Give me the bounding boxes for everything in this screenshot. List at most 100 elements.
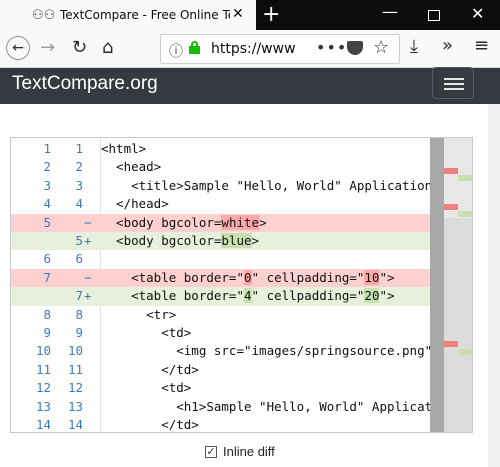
old-line-number: 11 bbox=[35, 361, 51, 377]
new-line-number: 13 bbox=[67, 398, 83, 414]
diff-row: 14 14 </td> bbox=[11, 416, 441, 432]
diff-row-inserted: 7+ <table border="4" cellpadding="20"> bbox=[11, 287, 441, 306]
code-line: <h1>Sample "Hello, World" Applicatic bbox=[101, 398, 448, 414]
back-icon[interactable]: ← bbox=[6, 36, 30, 60]
forward-icon[interactable]: → bbox=[40, 37, 56, 58]
site-menu-toggle[interactable] bbox=[432, 67, 474, 99]
browser-tab[interactable]: ⚇⚇ TextCompare - Free Online Tex ✕ bbox=[0, 0, 256, 30]
diff-row-inserted: 5+ <body bgcolor=blue> bbox=[11, 232, 441, 251]
home-icon[interactable]: ⌂ bbox=[102, 37, 114, 58]
download-icon[interactable]: ⤓ bbox=[410, 36, 418, 57]
diff-overview-ruler[interactable] bbox=[430, 138, 444, 432]
diff-minimap[interactable] bbox=[444, 138, 472, 432]
old-line-number: 6 bbox=[43, 251, 51, 267]
lock-icon bbox=[189, 41, 200, 54]
diff-sign: + bbox=[84, 233, 92, 248]
code-line: <tr> bbox=[101, 306, 177, 322]
code-line: <table border="0" cellpadding="10"> bbox=[101, 269, 395, 285]
minimap-insertion-marker bbox=[458, 211, 472, 217]
new-tab-icon[interactable]: + bbox=[262, 2, 281, 27]
diff-sign: − bbox=[84, 269, 92, 285]
diff-row: 10 10 <img src="images/springsource.png"> bbox=[11, 342, 441, 360]
page-actions-icon[interactable]: ••• bbox=[316, 38, 348, 57]
new-line-number: 9 bbox=[75, 325, 83, 340]
navigation-toolbar: ← → ↻ ⌂ ⓘ https://www ••• ☆ ⤓ » ≡ bbox=[0, 30, 500, 68]
old-line-number: 3 bbox=[43, 177, 51, 193]
new-line-number: 7 bbox=[75, 288, 83, 304]
info-icon[interactable]: ⓘ bbox=[169, 44, 183, 60]
diff-sign: − bbox=[84, 214, 92, 230]
code-line: <td> bbox=[101, 325, 192, 340]
old-line-number: 5 bbox=[43, 214, 51, 230]
code-line: <td> bbox=[101, 380, 192, 396]
old-line-number: 14 bbox=[35, 417, 51, 432]
diff-row-deleted: 5 − <body bgcolor=white> bbox=[11, 213, 441, 232]
url-text[interactable]: https://www bbox=[211, 41, 296, 57]
diff-row: 12 12 <td> bbox=[11, 379, 441, 397]
tab-strip: ⚇⚇ TextCompare - Free Online Tex ✕ + — ✕ bbox=[0, 0, 500, 30]
minimap-insertion-marker bbox=[458, 349, 472, 355]
inline-diff-checkbox[interactable]: ✓ bbox=[205, 444, 217, 458]
diff-row: 4 4 </head> bbox=[11, 195, 441, 213]
code-line: <title>Sample "Hello, World" Application… bbox=[101, 177, 448, 193]
glasses-icon: ⚇⚇ bbox=[32, 7, 56, 23]
maximize-icon[interactable] bbox=[428, 10, 440, 21]
close-tab-icon[interactable]: ✕ bbox=[232, 6, 244, 22]
minimize-icon[interactable]: — bbox=[382, 2, 398, 21]
minimap-deletion-marker bbox=[444, 341, 458, 347]
new-line-number: 11 bbox=[67, 361, 83, 377]
reload-icon[interactable]: ↻ bbox=[72, 37, 88, 58]
new-line-number: 5 bbox=[75, 233, 83, 248]
new-line-number: 6 bbox=[75, 251, 83, 267]
code-line: </head> bbox=[101, 196, 169, 212]
new-line-number: 8 bbox=[75, 306, 83, 322]
new-line-number: 3 bbox=[75, 177, 83, 193]
code-line: <img src="images/springsource.png"> bbox=[101, 343, 440, 359]
diff-row: 9 9 <td> bbox=[11, 324, 441, 342]
diff-row-deleted: 7 − <table border="0" cellpadding="10"> bbox=[11, 268, 441, 288]
diff-row: 11 11 </td> bbox=[11, 361, 441, 379]
site-brand[interactable]: TextCompare.org bbox=[12, 73, 158, 94]
window-close-icon[interactable]: ✕ bbox=[471, 4, 485, 23]
code-line: </td> bbox=[101, 417, 199, 432]
diff-row: 13 13 <h1>Sample "Hello, World" Applicati… bbox=[11, 398, 447, 416]
bookmark-star-icon[interactable]: ☆ bbox=[373, 37, 390, 58]
old-line-number: 10 bbox=[35, 343, 51, 359]
overflow-chevron-icon[interactable]: » bbox=[442, 35, 454, 56]
diff-row: 2 2 <head> bbox=[11, 158, 441, 176]
old-line-number: 12 bbox=[35, 380, 51, 396]
tab-title: TextCompare - Free Online Tex bbox=[60, 8, 230, 22]
new-line-number: 14 bbox=[67, 417, 83, 432]
old-line-number: 1 bbox=[43, 141, 51, 156]
new-line-number: 2 bbox=[75, 159, 83, 175]
new-line-number: 10 bbox=[67, 343, 83, 359]
hamburger-menu-icon[interactable]: ≡ bbox=[474, 35, 490, 56]
minimap-deletion-marker bbox=[444, 168, 458, 174]
old-line-number: 4 bbox=[43, 196, 51, 212]
minimap-deletion-marker bbox=[444, 204, 458, 210]
diff-row: 3 3 <title>Sample "Hello, World" Applicat… bbox=[11, 177, 447, 195]
code-line: </td> bbox=[101, 361, 199, 377]
new-line-number: 4 bbox=[75, 196, 83, 212]
code-line: <html> bbox=[101, 141, 147, 156]
pocket-icon[interactable] bbox=[347, 41, 363, 55]
code-line: <body bgcolor=blue> bbox=[101, 233, 260, 248]
code-line: <head> bbox=[101, 159, 162, 175]
page-scrollbar[interactable] bbox=[488, 104, 500, 467]
new-line-number: 1 bbox=[75, 141, 83, 156]
code-line: <table border="4" cellpadding="20"> bbox=[101, 288, 395, 304]
old-line-number: 9 bbox=[43, 325, 51, 340]
old-line-number: 7 bbox=[43, 269, 51, 285]
address-bar[interactable]: ⓘ https://www ••• ☆ bbox=[160, 34, 400, 64]
minimap-insertion-marker bbox=[458, 175, 472, 181]
old-line-number: 13 bbox=[35, 398, 51, 414]
code-line: <body bgcolor=white> bbox=[101, 214, 267, 230]
inline-diff-toggle[interactable]: ✓ Inline diff bbox=[205, 444, 275, 459]
site-header: TextCompare.org bbox=[0, 67, 500, 104]
old-line-number: 2 bbox=[43, 159, 51, 175]
new-line-number: 12 bbox=[67, 380, 83, 396]
